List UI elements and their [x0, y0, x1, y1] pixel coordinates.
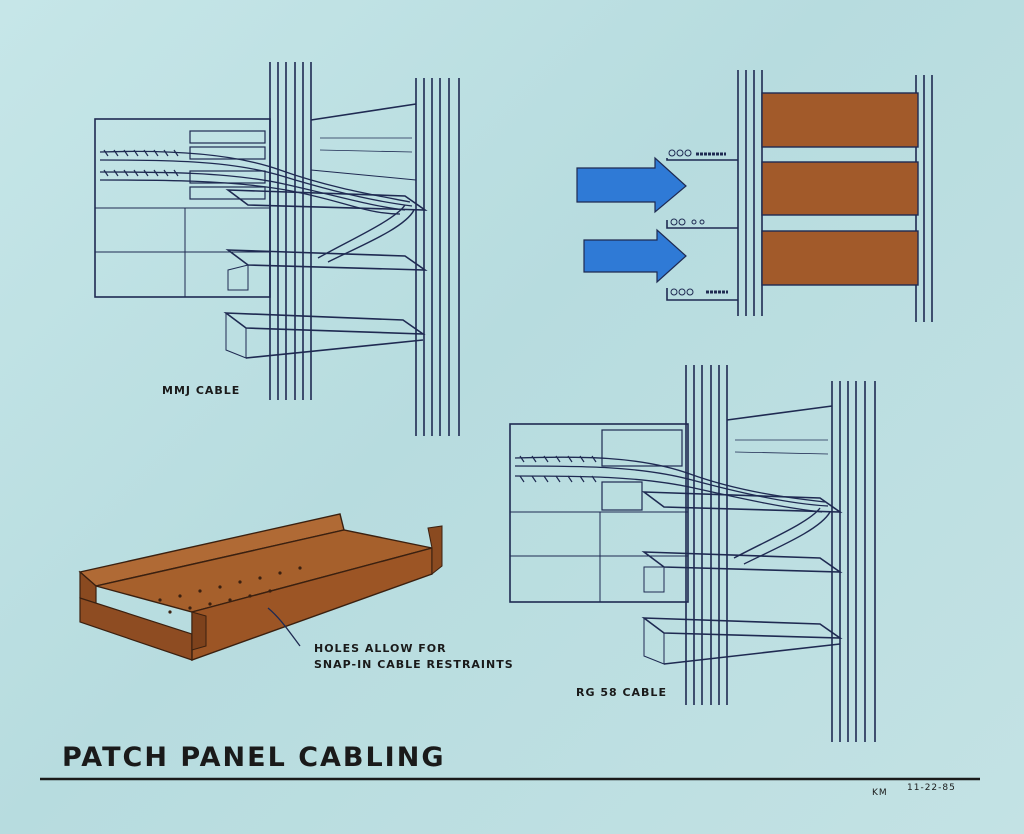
drawing-title: PATCH PANEL CABLING — [62, 742, 446, 773]
rg58-cable-label: RG 58 CABLE — [576, 686, 667, 699]
holes-leader-line — [267, 607, 301, 647]
airflow-view — [576, 70, 933, 322]
signature-date: 11-22-85 — [907, 783, 956, 793]
holes-callout-line1: HOLES ALLOW FOR — [314, 642, 447, 655]
rg58-patch-panel — [509, 423, 689, 603]
holes-callout: HOLES ALLOW FOR SNAP-IN CABLE RESTRAINTS — [314, 641, 514, 673]
airflow-arrow-icon — [576, 156, 687, 214]
mmj-cabling-view — [94, 62, 460, 436]
rg58-cabling-view — [509, 365, 876, 742]
airflow-arrow-icon — [583, 228, 687, 284]
signature-initials: KM — [872, 788, 888, 798]
module-bottom — [761, 230, 919, 286]
holes-callout-line2: SNAP-IN CABLE RESTRAINTS — [314, 658, 514, 671]
module-middle — [761, 161, 919, 216]
cable-tray — [78, 513, 443, 661]
module-top — [761, 92, 919, 148]
mmj-cable-label: MMJ CABLE — [162, 384, 241, 397]
